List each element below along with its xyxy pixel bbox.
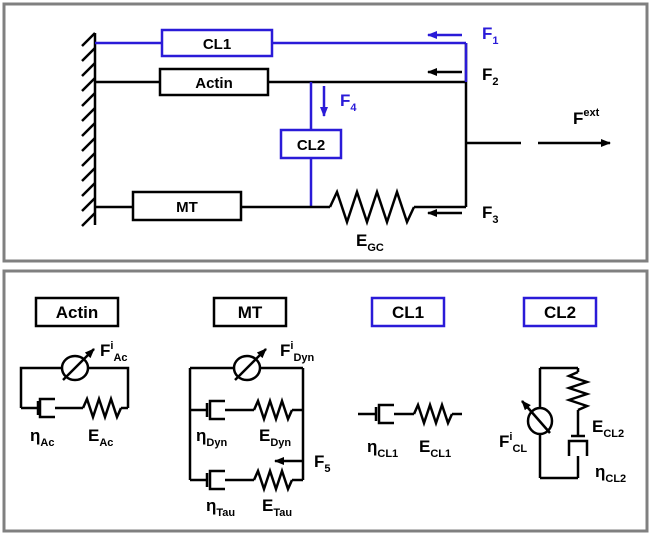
mt-model — [188, 366, 305, 493]
actin-box — [158, 67, 270, 97]
f1-label: F1 — [482, 24, 499, 47]
f4-label: F4 — [340, 91, 357, 114]
actin-force-label: FiAc — [100, 340, 128, 364]
f3-label: F3 — [482, 203, 499, 226]
fext-label: Fext — [573, 107, 600, 128]
cl1-label: CL1 — [203, 36, 231, 53]
actin-eta-label: ηAc — [30, 426, 54, 449]
mt-box — [131, 190, 243, 222]
bottom-panel-frame — [2, 269, 649, 533]
actin-label: Actin — [195, 75, 233, 92]
cl2-branch: CL2 — [279, 82, 343, 207]
mt-branch: MT — [95, 188, 466, 226]
top-panel-frame — [2, 2, 649, 263]
cl1-branch: CL1 — [95, 28, 466, 58]
fixed-wall — [81, 32, 97, 227]
f5-label: F5 — [314, 452, 331, 475]
cl1-e-label: ECL1 — [419, 437, 451, 460]
egc-spring — [328, 188, 416, 226]
actin-e-label: EAc — [88, 426, 113, 449]
cl2-title-box — [522, 296, 598, 328]
actin-title-box — [34, 296, 120, 328]
actin-branch: Actin — [95, 67, 466, 97]
cl1-eta-label: ηCL1 — [367, 437, 398, 460]
cl1-title: CL1 — [392, 303, 424, 322]
cl1-box — [160, 28, 274, 58]
egc-label: EGC — [356, 231, 384, 254]
f2-label: F2 — [482, 65, 499, 88]
mt-force-gauge — [232, 348, 267, 382]
actin-force-gauge — [60, 348, 95, 382]
cl1-title-box — [370, 296, 446, 328]
mt-title-box — [212, 296, 288, 328]
mt-eta-dyn-label: ηDyn — [196, 426, 227, 449]
cl2-eta-label: ηCL2 — [595, 462, 626, 485]
cl1-model — [358, 401, 462, 427]
cl2-force-gauge — [521, 400, 554, 436]
mt-title: MT — [238, 303, 263, 322]
cl2-title: CL2 — [544, 303, 576, 322]
mt-e-tau-label: ETau — [262, 496, 292, 519]
cl2-e-label: ECL2 — [592, 417, 624, 440]
actin-title: Actin — [56, 303, 99, 322]
mt-e-dyn-label: EDyn — [259, 426, 291, 449]
cl2-force-label: FiCL — [499, 431, 527, 455]
cl2-label: CL2 — [297, 137, 325, 154]
mt-label: MT — [176, 199, 198, 216]
mt-eta-tau-label: ηTau — [206, 496, 235, 519]
mt-force-label: FiDyn — [280, 340, 315, 364]
